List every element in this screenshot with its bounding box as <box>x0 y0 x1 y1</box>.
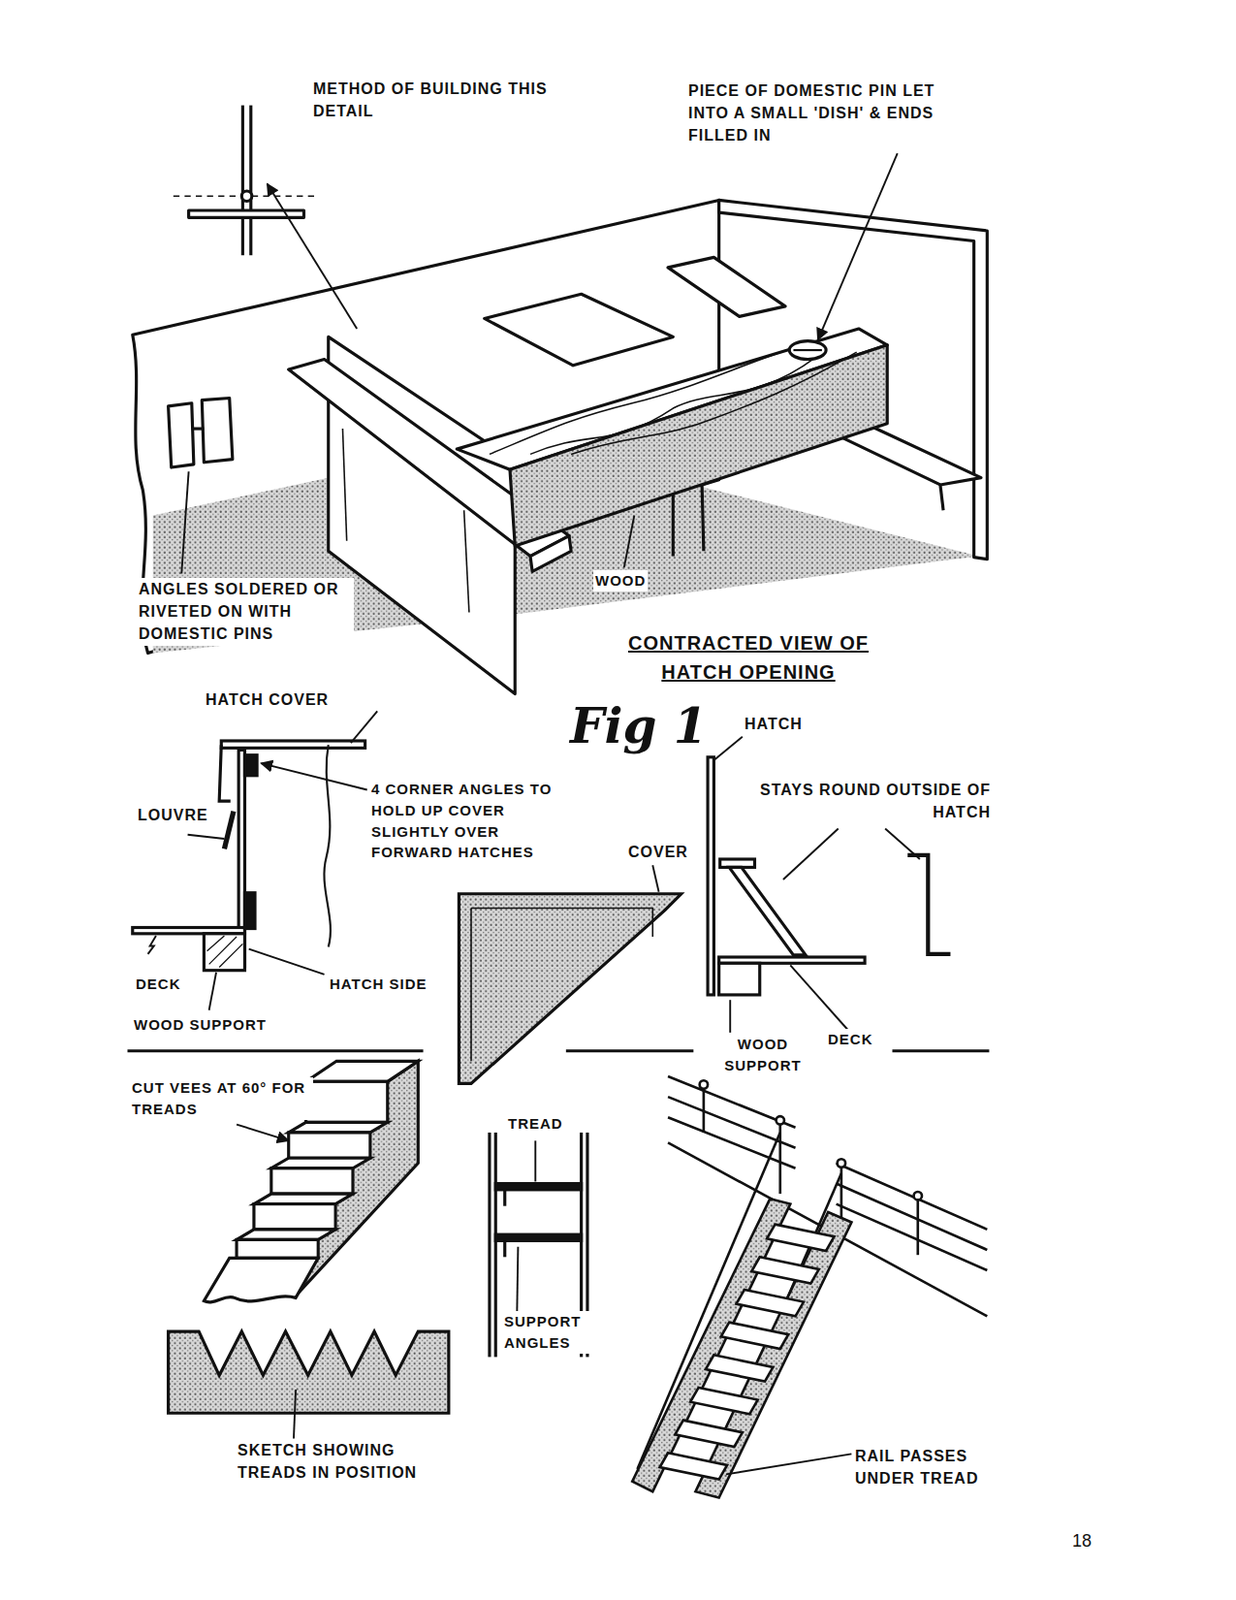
callout-label: CUT VEES AT 60° FOR TREADS <box>129 1077 314 1120</box>
callout-label: 4 CORNER ANGLES TO HOLD UP COVER SLIGHTL… <box>369 778 563 863</box>
page-number: 18 <box>1070 1527 1094 1553</box>
callout-label: COVER <box>626 840 691 863</box>
callout-label: CONTRACTED VIEW OF HATCH OPENING <box>591 628 906 687</box>
callout-label: WOOD SUPPORT <box>712 1033 814 1077</box>
callout-label: SUPPORT ANGLES <box>502 1310 599 1354</box>
callout-label: SKETCH SHOWING TREADS IN POSITION <box>235 1438 439 1484</box>
figure-number: Fig 1 <box>568 701 710 751</box>
callout-label: DECK <box>133 973 184 995</box>
callout-label: HATCH COVER <box>203 688 331 711</box>
callout-label: STAYS ROUND OUTSIDE OF HATCH <box>756 778 993 824</box>
callout-label: PIECE OF DOMESTIC PIN LET INTO A SMALL '… <box>686 79 982 148</box>
callout-label: METHOD OF BUILDING THIS DETAIL <box>311 77 568 123</box>
callout-label: DECK <box>825 1028 876 1050</box>
callout-label: HATCH SIDE <box>327 973 430 995</box>
callout-label: RAIL PASSES UNDER TREAD <box>853 1444 1013 1490</box>
callout-label: LOUVRE <box>135 803 211 826</box>
callout-label: WOOD <box>593 570 648 592</box>
callout-label: ANGLES SOLDERED OR RIVETED ON WITH DOMES… <box>136 577 354 646</box>
callout-label: TREAD <box>506 1112 566 1135</box>
callout-label: HATCH <box>742 712 805 735</box>
callout-label: WOOD SUPPORT <box>131 1014 269 1036</box>
